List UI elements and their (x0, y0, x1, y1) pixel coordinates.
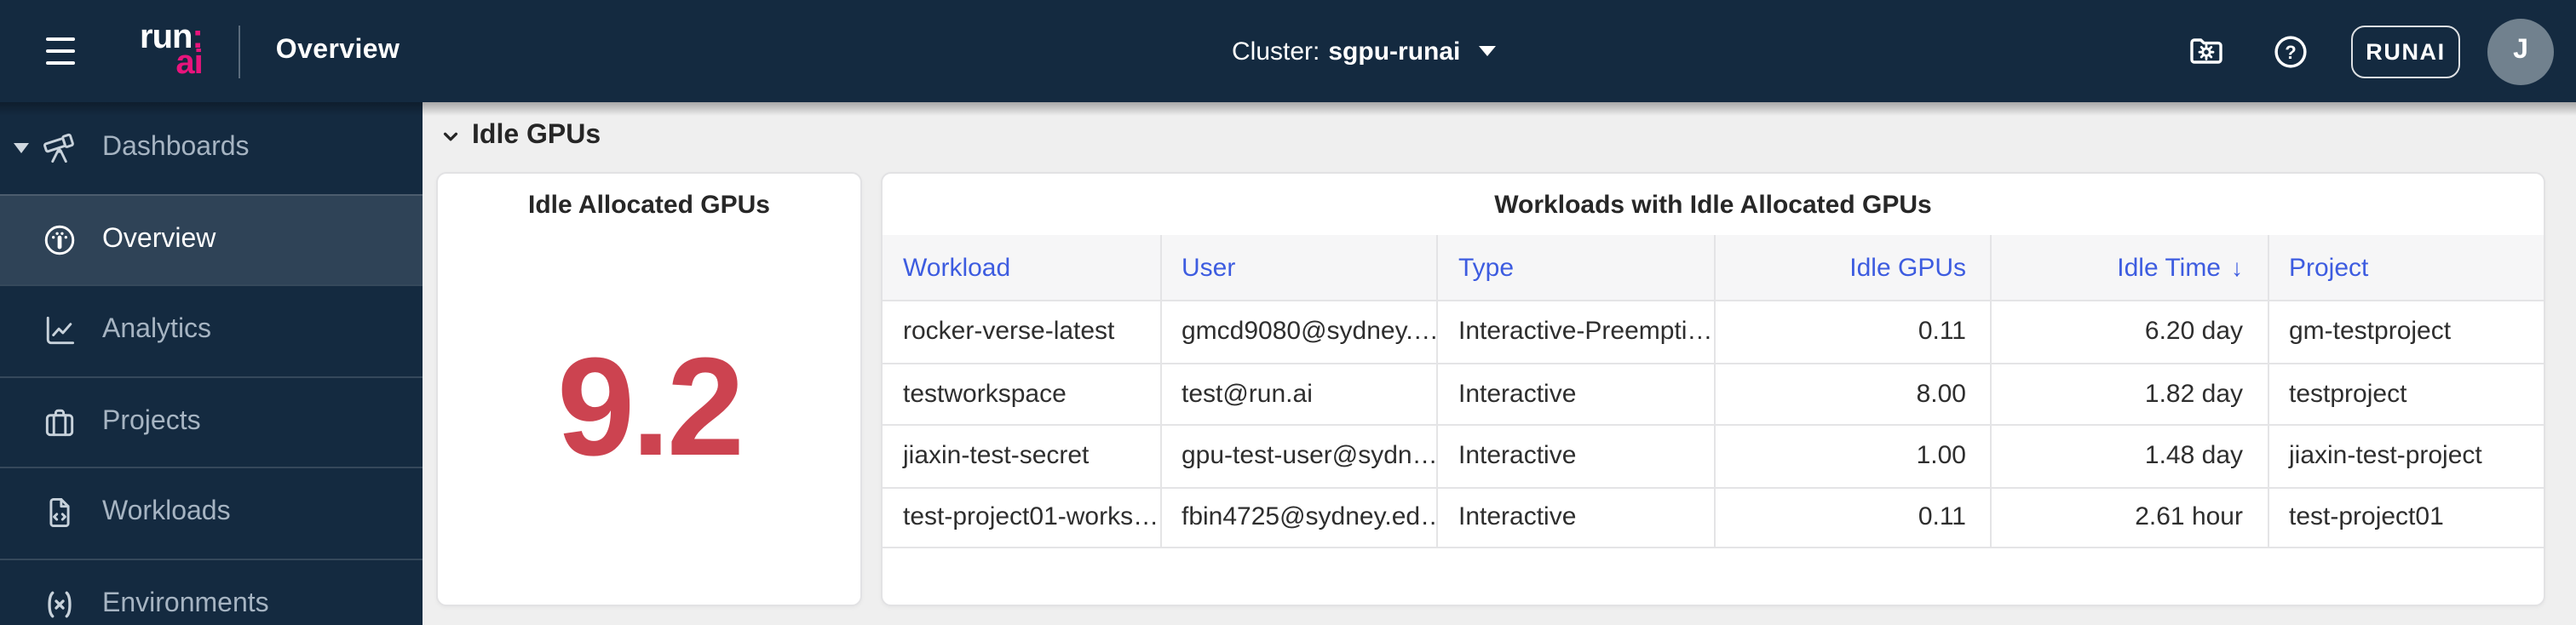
sidebar-item-projects[interactable]: Projects (0, 376, 423, 467)
chevron-down-icon (443, 131, 458, 140)
cell-type: Interactive (1436, 424, 1713, 486)
stat-card-idle-allocated-gpus: Idle Allocated GPUs 9.2 (436, 172, 862, 606)
sidebar-item-label: Environments (102, 588, 269, 618)
stat-card-title: Idle Allocated GPUs (528, 190, 770, 219)
cell-workload: test-project01-works… (883, 486, 1159, 548)
cluster-label: Cluster: (1232, 37, 1320, 66)
cell-idle-gpus: 8.00 (1713, 362, 1990, 424)
sidebar-item-label: Analytics (102, 315, 212, 345)
sidebar-item-overview[interactable]: Overview (0, 193, 423, 284)
cell-idle-time: 2.61 hour (1990, 486, 2267, 548)
sidebar-item-label: Projects (102, 406, 201, 436)
stat-card-value: 9.2 (557, 330, 745, 485)
line-chart-icon (41, 312, 78, 350)
column-header-project[interactable]: Project (2267, 235, 2544, 300)
page-title: Overview (275, 36, 400, 65)
sidebar-item-environments[interactable]: Environments (0, 558, 423, 625)
sidebar-item-dashboards[interactable]: Dashboards (0, 102, 423, 193)
cell-project: testproject (2267, 362, 2544, 424)
hamburger-menu-icon[interactable] (46, 37, 77, 65)
cell-type: Interactive-Preempti… (1436, 300, 1713, 362)
cell-project: gm-testproject (2267, 300, 2544, 362)
file-code-icon (41, 495, 78, 532)
sidebar-item-label: Overview (102, 224, 216, 254)
top-navbar: run: ai Overview Cluster: sgpu-runai (0, 0, 2576, 102)
cell-project: test-project01 (2267, 486, 2544, 548)
sidebar-item-workloads[interactable]: Workloads (0, 467, 423, 558)
cards-row: Idle Allocated GPUs 9.2 Workloads with I… (436, 172, 2545, 606)
cell-workload: rocker-verse-latest (883, 300, 1159, 362)
workloads-table: Workload User Type Idle GPUs Idle Time↓ … (883, 235, 2544, 548)
column-header-idle-gpus[interactable]: Idle GPUs (1713, 235, 1990, 300)
column-header-workload[interactable]: Workload (883, 235, 1159, 300)
cell-type: Interactive (1436, 362, 1713, 424)
cell-workload: testworkspace (883, 362, 1159, 424)
cluster-name: sgpu-runai (1328, 37, 1461, 66)
table-card-workloads-idle-gpus: Workloads with Idle Allocated GPUs Workl… (881, 172, 2545, 606)
sidebar: Dashboards Overview (0, 102, 423, 625)
cell-idle-time: 1.48 day (1990, 424, 2267, 486)
triangle-down-icon (14, 142, 29, 153)
avatar[interactable]: J (2487, 18, 2554, 84)
tenant-button[interactable]: RUNAI (2351, 25, 2460, 77)
sidebar-item-label: Dashboards (102, 132, 250, 162)
cell-user: test@run.ai (1159, 362, 1436, 424)
gauge-icon (41, 221, 78, 259)
main-content: Idle GPUs Idle Allocated GPUs 9.2 Worklo… (423, 102, 2576, 625)
cell-type: Interactive (1436, 486, 1713, 548)
logo-run-text: run (140, 19, 193, 56)
column-header-idle-time[interactable]: Idle Time↓ (1990, 235, 2267, 300)
cell-project: jiaxin-test-project (2267, 424, 2544, 486)
cluster-selector[interactable]: Cluster: sgpu-runai (1232, 0, 1497, 102)
sort-desc-icon: ↓ (2231, 254, 2243, 281)
sidebar-item-analytics[interactable]: Analytics (0, 284, 423, 376)
cell-user: gmcd9080@sydney.… (1159, 300, 1436, 362)
help-icon[interactable]: ? (2271, 32, 2310, 71)
runai-logo: run: ai (140, 20, 204, 82)
cell-idle-time: 6.20 day (1990, 300, 2267, 362)
cell-user: fbin4725@sydney.ed… (1159, 486, 1436, 548)
cell-idle-gpus: 1.00 (1713, 424, 1990, 486)
column-header-user[interactable]: User (1159, 235, 1436, 300)
navbar-actions: ? RUNAI J (2186, 0, 2554, 102)
help-glyph: ? (2285, 41, 2296, 62)
section-title: Idle GPUs (472, 121, 601, 150)
cell-idle-time: 1.82 day (1990, 362, 2267, 424)
chevron-down-icon (1479, 46, 1497, 56)
briefcase-icon (41, 404, 78, 441)
logo-ai-text: ai (175, 44, 203, 82)
cell-idle-gpus: 0.11 (1713, 486, 1990, 548)
table-card-title: Workloads with Idle Allocated GPUs (1494, 190, 1932, 219)
telescope-icon (41, 129, 78, 167)
logo-colon: : (192, 19, 203, 56)
cell-workload: jiaxin-test-secret (883, 424, 1159, 486)
section-idle-gpus-toggle[interactable]: Idle GPUs (441, 121, 2576, 152)
folder-gear-icon[interactable] (2186, 31, 2227, 72)
navbar-divider (238, 25, 240, 77)
brackets-x-icon (41, 586, 78, 623)
cell-idle-gpus: 0.11 (1713, 300, 1990, 362)
cell-user: gpu-test-user@sydn… (1159, 424, 1436, 486)
column-header-type[interactable]: Type (1436, 235, 1713, 300)
sidebar-item-label: Workloads (102, 497, 231, 527)
